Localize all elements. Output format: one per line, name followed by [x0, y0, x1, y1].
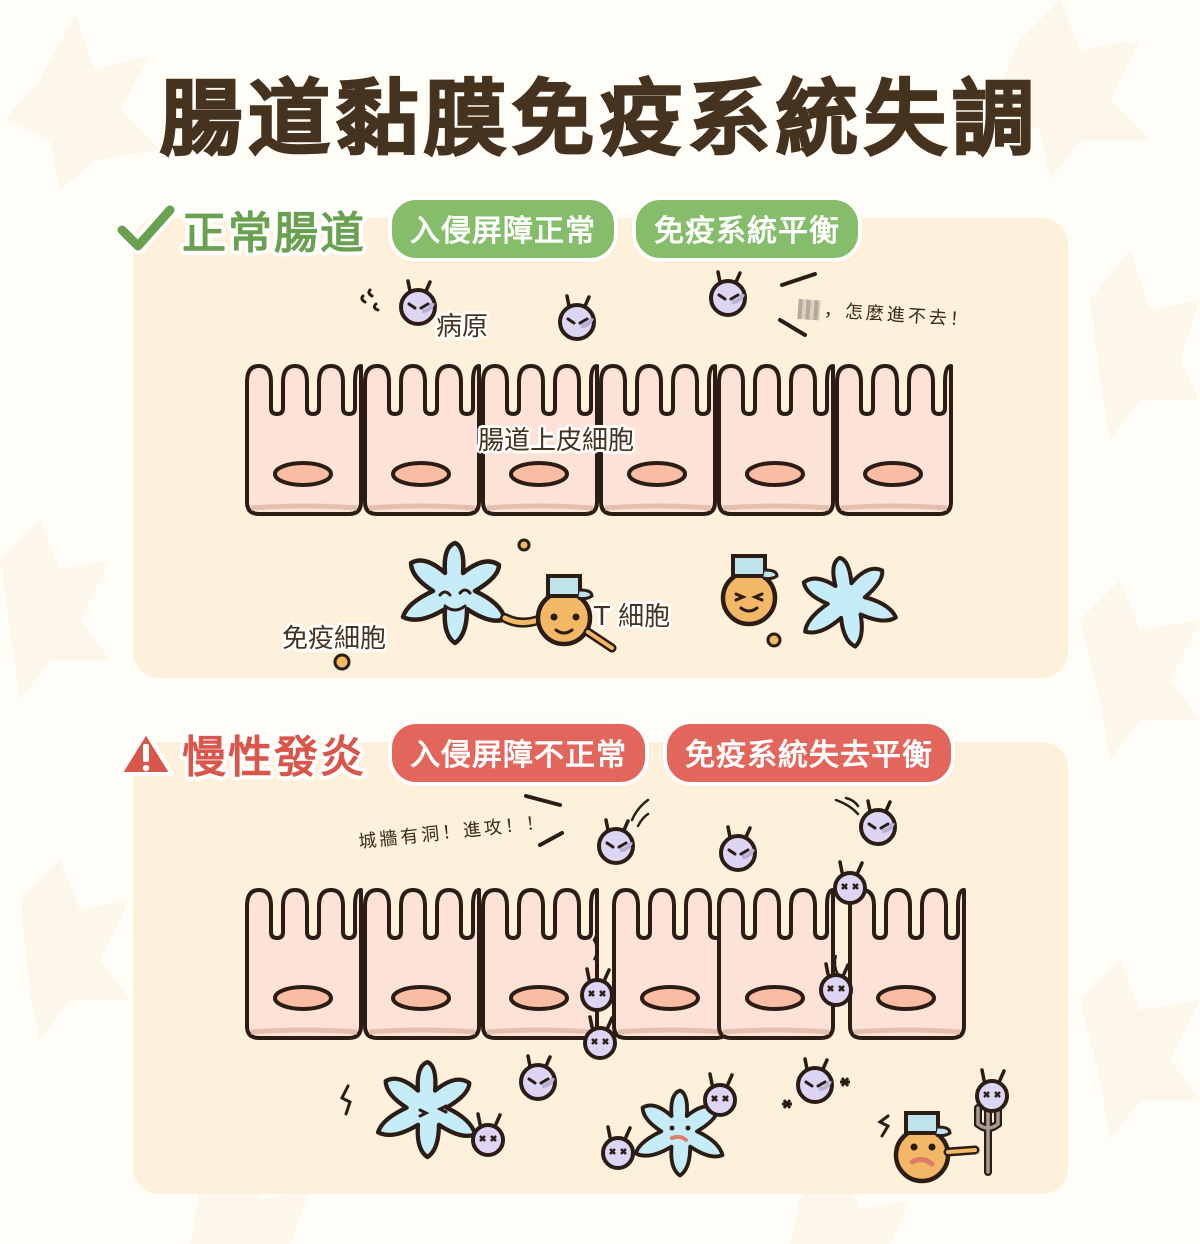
immune-imbalanced-badge: 免疫系統失去平衡	[663, 720, 955, 786]
normal-section-title: 正常腸道	[182, 208, 366, 259]
immune-cells-normal	[333, 538, 900, 671]
pathogens-normal	[360, 270, 817, 341]
normal-section-header: 正常腸道 入侵屏障正常 免疫系統平衡	[116, 196, 862, 262]
checkmark-icon	[116, 204, 176, 254]
barrier-abnormal-badge: 入侵屏障不正常	[388, 720, 649, 786]
t-cell-label: T 細胞	[594, 602, 671, 632]
epithelial-cell-label: 腸道上皮細胞	[478, 426, 635, 456]
page-title: 腸道黏膜免疫系統失調	[159, 71, 1040, 168]
immune-cell-label: 免疫細胞	[282, 624, 387, 654]
barrier-normal-badge: 入侵屏障正常	[388, 196, 618, 262]
immune-balanced-badge: 免疫系統平衡	[632, 196, 862, 262]
pathogens-invading	[524, 794, 897, 1060]
epithelial-cell-row-damaged	[247, 890, 964, 1038]
pathogen-label: 病原	[436, 312, 489, 342]
warning-triangle-icon	[118, 730, 174, 776]
immune-cells-overwhelmed	[339, 1054, 1009, 1181]
inflammation-section-header: 慢性發炎 入侵屏障不正常 免疫系統失去平衡	[116, 720, 955, 786]
inflammation-section-title: 慢性發炎	[182, 732, 366, 783]
blurred-word	[797, 298, 821, 321]
